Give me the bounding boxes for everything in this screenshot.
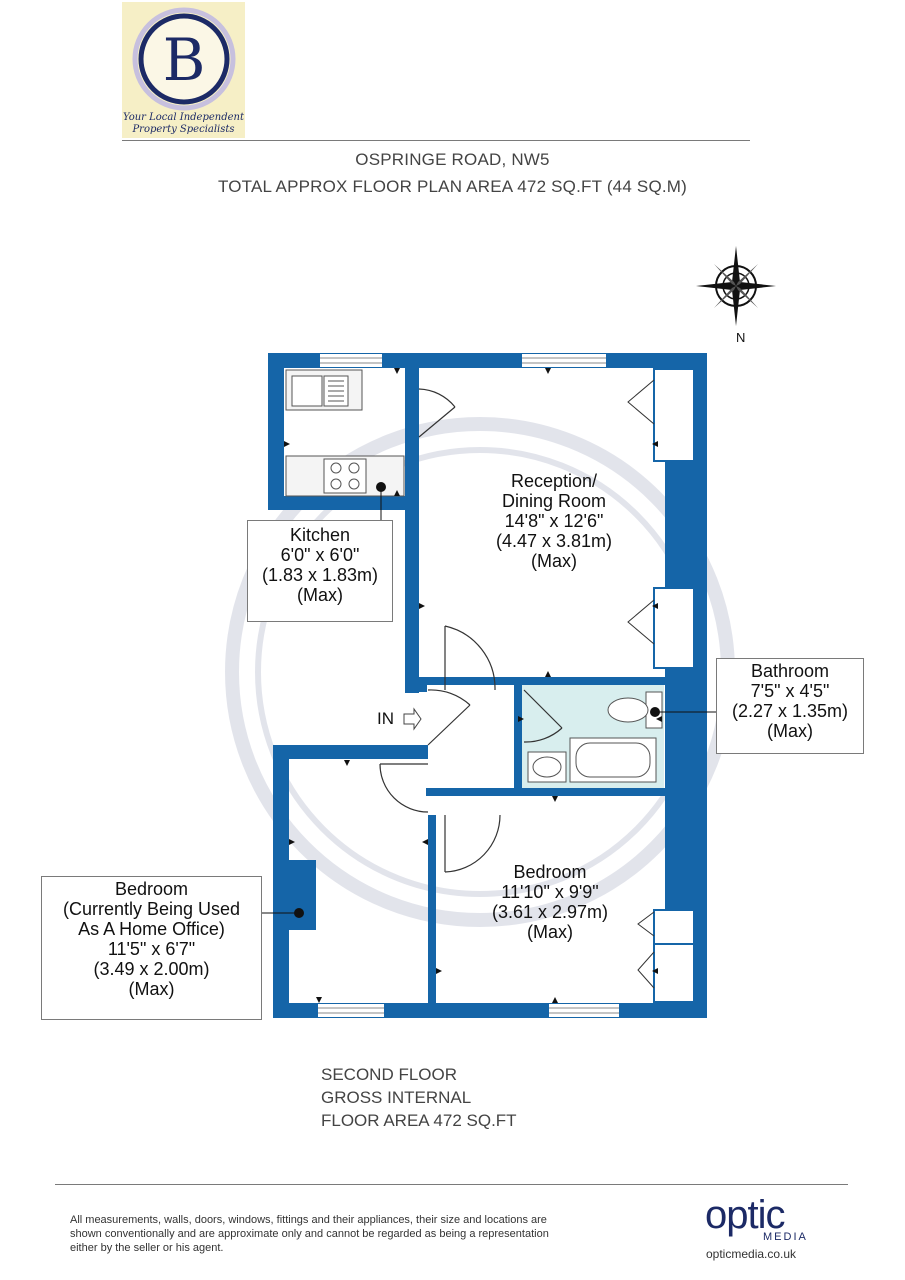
bathroom-metric: (2.27 x 1.35m) bbox=[731, 701, 849, 721]
kitchen-note: (Max) bbox=[297, 585, 343, 605]
reception-name-line1: Reception/ bbox=[510, 471, 598, 491]
bathroom-imperial: 7'5" x 4'5" bbox=[750, 681, 830, 701]
agent-logo-emblem: B bbox=[132, 7, 236, 111]
disclaimer-line3: either by the seller or his agent. bbox=[70, 1242, 224, 1254]
bedroom-note: (Max) bbox=[527, 922, 573, 942]
measurement-markers bbox=[284, 368, 662, 1003]
reception-name-line2: Dining Room bbox=[501, 491, 607, 511]
internal-doors bbox=[379, 388, 563, 873]
room-label-home-office: Bedroom (Currently Being Used As A Home … bbox=[41, 876, 262, 1020]
producer-name: optic bbox=[705, 1193, 785, 1237]
office-note: (Max) bbox=[128, 979, 175, 999]
footer-divider bbox=[55, 1184, 848, 1185]
property-address: OSPRINGE ROAD, NW5 bbox=[355, 150, 550, 169]
compass-north-label: N bbox=[736, 330, 746, 345]
disclaimer: All measurements, walls, doors, windows,… bbox=[70, 1213, 630, 1255]
floor-summary-line1: SECOND FLOOR bbox=[321, 1065, 458, 1084]
bedroom-imperial: 11'10" x 9'9" bbox=[501, 882, 599, 902]
office-name-line3: As A Home Office) bbox=[78, 919, 225, 939]
label-leader-dots bbox=[294, 482, 660, 918]
office-metric: (3.49 x 2.00m) bbox=[93, 959, 210, 979]
room-label-bathroom: Bathroom 7'5" x 4'5" (2.27 x 1.35m) (Max… bbox=[716, 658, 864, 754]
bathroom-note: (Max) bbox=[767, 721, 813, 741]
kitchen-imperial: 6'0" x 6'0" bbox=[280, 545, 360, 565]
compass-rose-icon bbox=[696, 246, 776, 326]
room-label-bedroom: Bedroom 11'10" x 9'9" (3.61 x 2.97m) (Ma… bbox=[460, 862, 640, 942]
floor-summary: SECOND FLOOR GROSS INTERNAL FLOOR AREA 4… bbox=[321, 1063, 517, 1132]
disclaimer-line1: All measurements, walls, doors, windows,… bbox=[70, 1214, 547, 1226]
agent-logo: B Your Local Independent Property Specia… bbox=[122, 2, 245, 138]
reception-metric: (4.47 x 3.81m) bbox=[495, 531, 613, 551]
bedroom-metric: (3.61 x 2.97m) bbox=[491, 902, 609, 922]
bathroom-name: Bathroom bbox=[750, 661, 830, 681]
entrance-arrow-icon bbox=[403, 707, 422, 731]
producer-url: opticmedia.co.uk bbox=[706, 1247, 797, 1261]
header-divider bbox=[122, 140, 750, 141]
kitchen-name: Kitchen bbox=[289, 525, 351, 545]
built-in-cupboards bbox=[653, 368, 695, 1003]
kitchen-metric: (1.83 x 1.83m) bbox=[261, 565, 379, 585]
bedroom-name: Bedroom bbox=[513, 862, 587, 882]
entrance-label: IN bbox=[377, 709, 394, 728]
producer-logo: optic MEDIA opticmedia.co.uk bbox=[705, 1195, 815, 1265]
office-name-line1: Bedroom bbox=[114, 879, 189, 899]
agent-tagline-1: Your Local Independent bbox=[122, 112, 244, 123]
producer-sub: MEDIA bbox=[763, 1231, 808, 1243]
floor-summary-line3: FLOOR AREA 472 SQ.FT bbox=[321, 1111, 517, 1130]
disclaimer-line2: shown conventionally and are approximate… bbox=[70, 1228, 549, 1240]
room-label-kitchen: Kitchen 6'0" x 6'0" (1.83 x 1.83m) (Max) bbox=[247, 520, 393, 622]
reception-imperial: 14'8" x 12'6" bbox=[504, 511, 604, 531]
kitchen-units bbox=[285, 369, 405, 497]
total-floor-area: TOTAL APPROX FLOOR PLAN AREA 472 SQ.FT (… bbox=[217, 177, 688, 196]
office-name-line2: (Currently Being Used bbox=[62, 899, 241, 919]
compass: N bbox=[694, 244, 784, 350]
label-leaders bbox=[260, 488, 716, 914]
bathroom-fittings bbox=[527, 691, 663, 783]
cupboard-doors bbox=[627, 379, 655, 989]
reception-note: (Max) bbox=[531, 551, 577, 571]
windows bbox=[318, 354, 619, 1017]
logo-letter: B bbox=[163, 26, 206, 94]
room-label-reception: Reception/ Dining Room 14'8" x 12'6" (4.… bbox=[454, 471, 654, 571]
agent-tagline-2: Property Specialists bbox=[132, 124, 235, 135]
office-imperial: 11'5" x 6'7" bbox=[107, 939, 196, 959]
floor-summary-line2: GROSS INTERNAL bbox=[321, 1088, 472, 1107]
